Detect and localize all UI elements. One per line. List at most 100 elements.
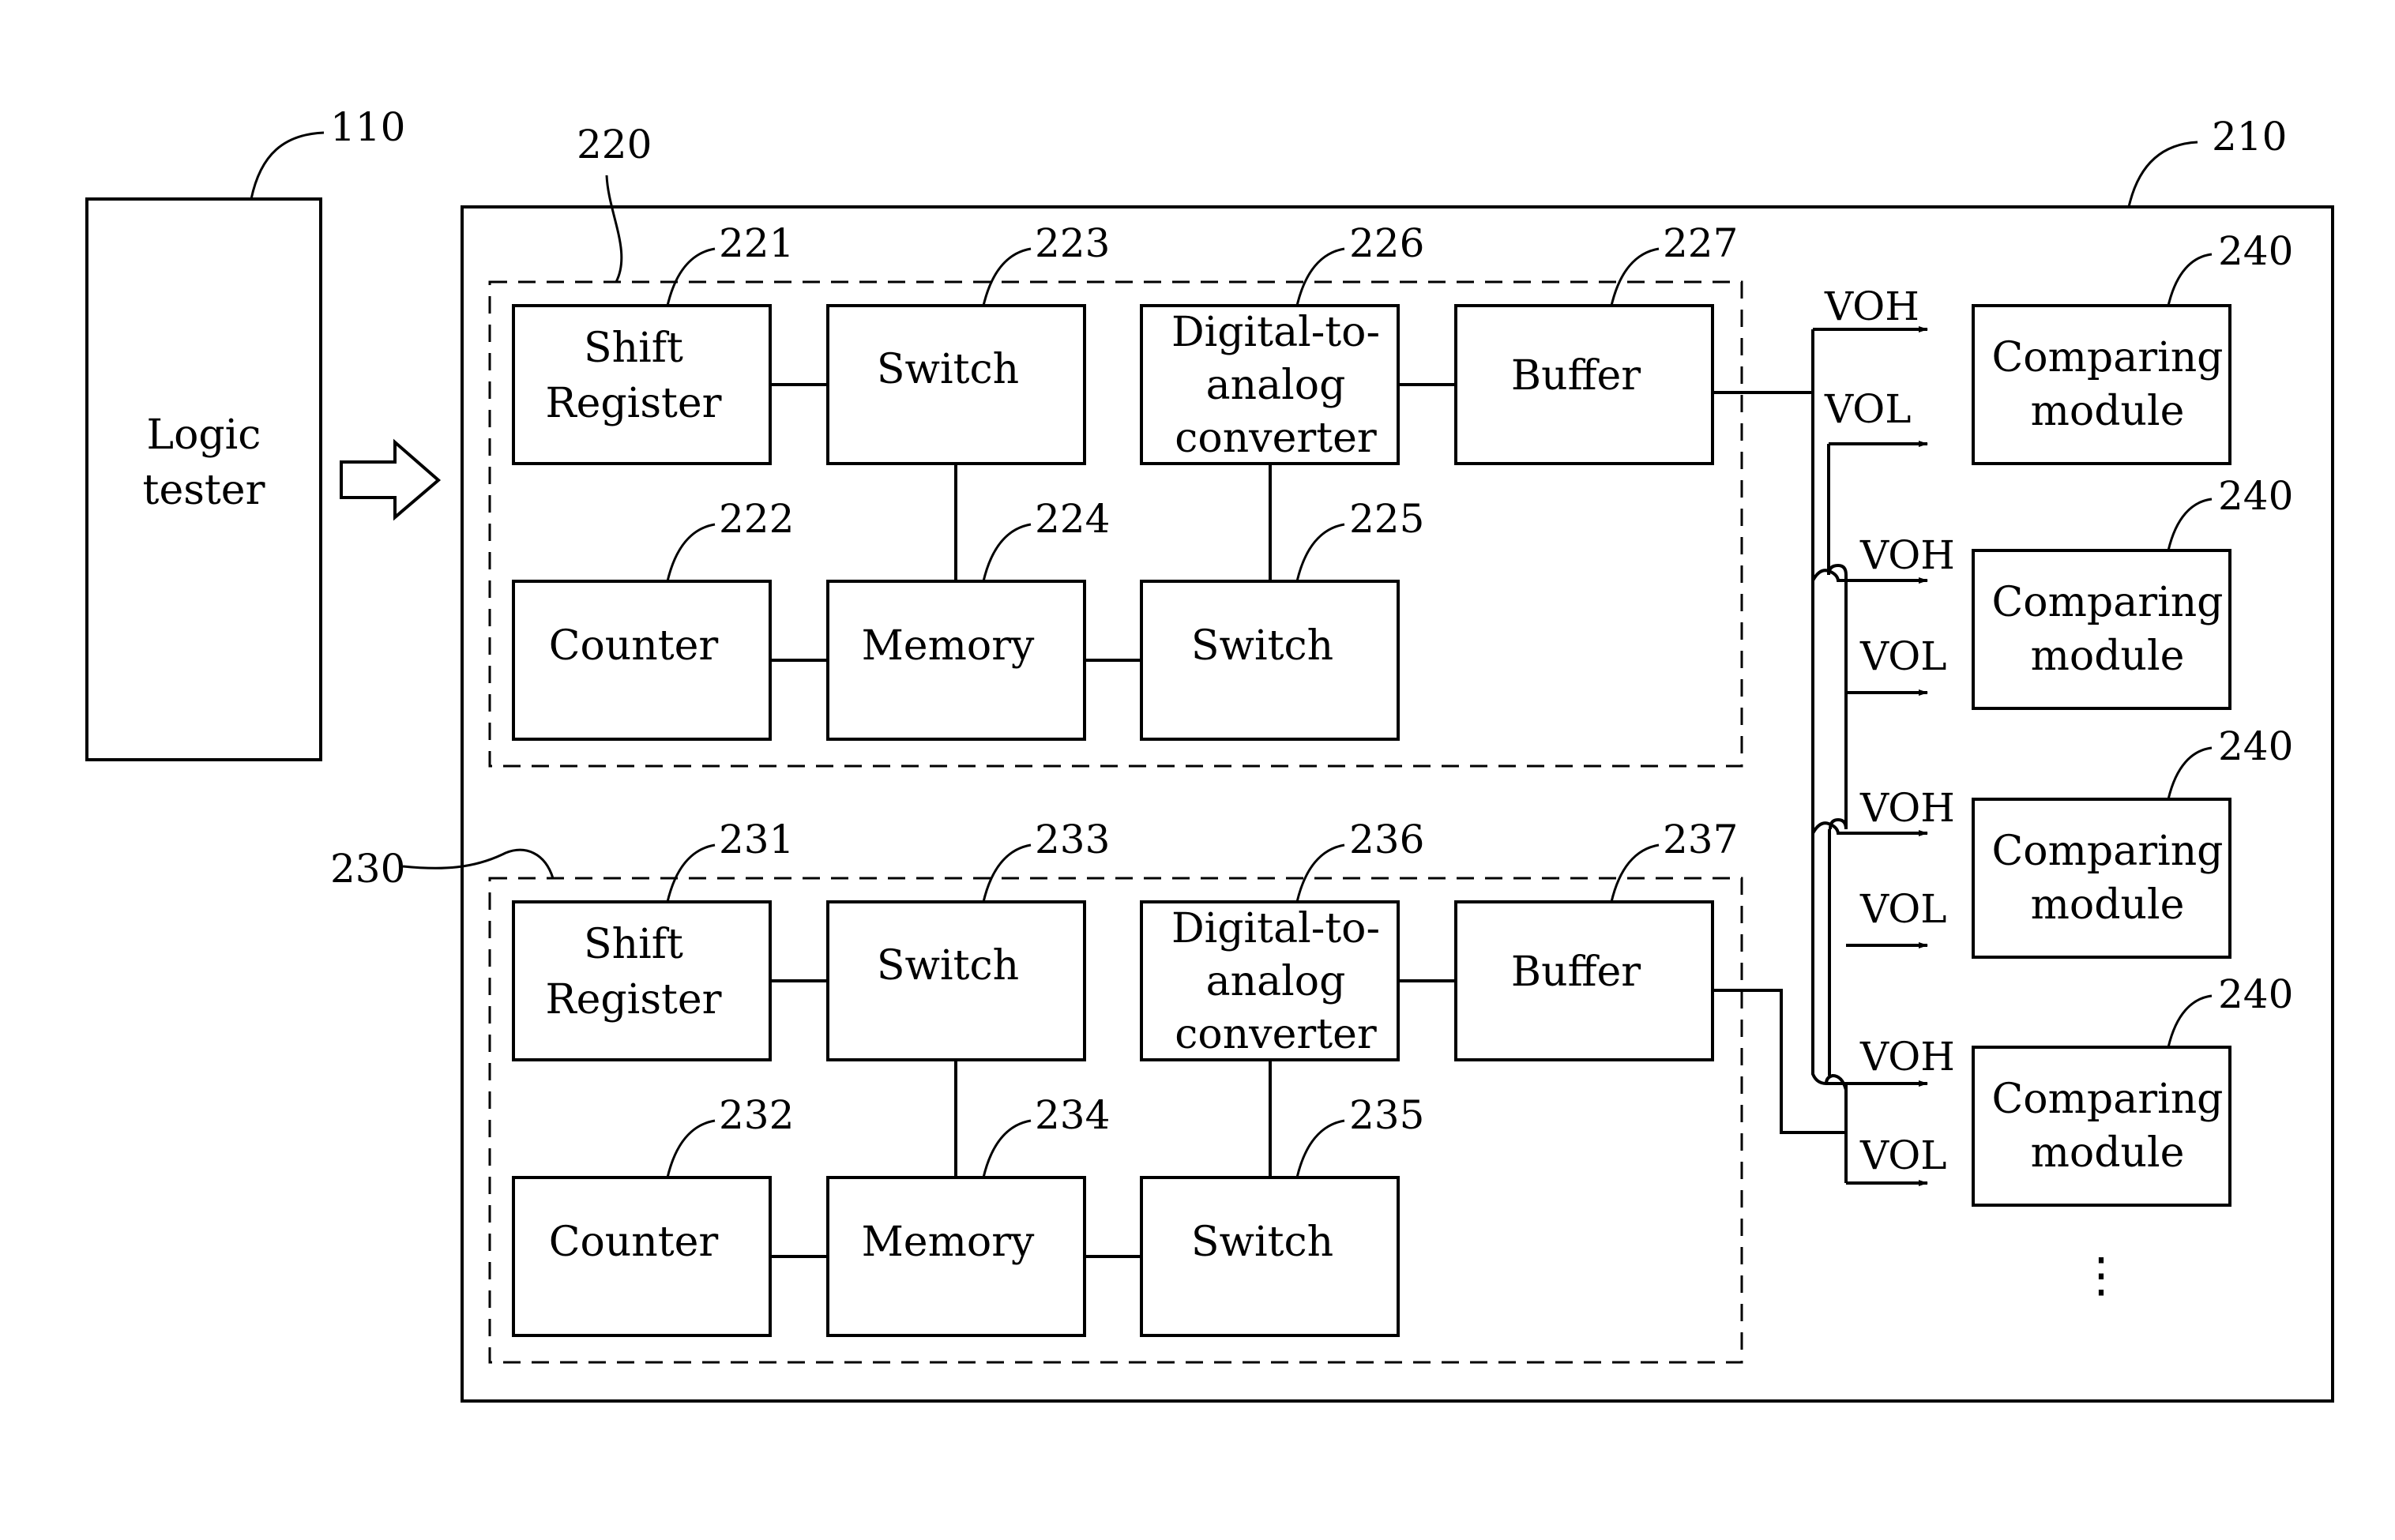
switch-label: Switch [877, 346, 1019, 393]
logic-tester-label-line1: Logic [147, 411, 261, 459]
shift-register-line1: Shift [584, 325, 683, 372]
ref-leader-224 [983, 524, 1031, 581]
ref-220: 220 [577, 122, 652, 167]
switch-225: Switch [1141, 581, 1398, 739]
shift-register-line2: Register [545, 380, 721, 427]
buffer-label: Buffer [1511, 352, 1641, 400]
signal-voh: VOH [1859, 785, 1955, 831]
ref-leader-210 [2129, 142, 2198, 207]
dac-line2: analog [1206, 362, 1346, 409]
ref-leader-240 [2168, 499, 2212, 550]
shift-register-line1: Shift [584, 921, 683, 968]
counter-232: Counter [513, 1178, 770, 1335]
counter-222: Counter [513, 581, 770, 739]
ref-leader-227 [1611, 249, 1659, 306]
ref-110: 110 [330, 104, 405, 150]
ref-234: 234 [1035, 1092, 1110, 1138]
comparing-module-2: Comparing module [1973, 550, 2230, 708]
switch-label: Switch [1191, 622, 1333, 670]
switch-label: Switch [877, 942, 1019, 990]
ref-leader-222 [667, 524, 715, 581]
signal-voh: VOH [1824, 284, 1919, 329]
ref-235: 235 [1349, 1092, 1424, 1138]
continuation-ellipsis: ⋮ [2077, 1248, 2125, 1303]
buffer-227: Buffer [1456, 306, 1713, 464]
ref-leader-226 [1297, 249, 1344, 306]
memory-label: Memory [862, 622, 1035, 670]
ref-223: 223 [1035, 220, 1110, 266]
ref-233: 233 [1035, 817, 1110, 862]
comparing-module-line2: module [2031, 1129, 2185, 1177]
ref-240: 240 [2218, 723, 2293, 769]
dac-line2: analog [1206, 958, 1346, 1005]
ref-leader-221 [667, 249, 715, 306]
dac-236: Digital-to- analog converter [1141, 902, 1398, 1060]
comparing-module-line2: module [2031, 881, 2185, 929]
ref-leader-235 [1297, 1121, 1344, 1178]
ref-210: 210 [2212, 114, 2287, 160]
comparing-module-line1: Comparing [1992, 828, 2224, 875]
comparing-module-line1: Comparing [1992, 579, 2224, 626]
ref-leader-231 [667, 845, 715, 902]
ref-leader-225 [1297, 524, 1344, 581]
ref-leader-240 [2168, 254, 2212, 306]
dac-line1: Digital-to- [1171, 309, 1380, 356]
comparing-module-4: Comparing module [1973, 1047, 2230, 1205]
switch-235: Switch [1141, 1178, 1398, 1335]
logic-tester-label-line2: tester [143, 467, 265, 514]
ref-leader-233 [983, 845, 1031, 902]
dac-line1: Digital-to- [1171, 905, 1380, 952]
switch-label: Switch [1191, 1219, 1333, 1266]
ref-227: 227 [1663, 220, 1738, 266]
ref-leader-220 [607, 175, 622, 282]
shift-register-line2: Register [545, 976, 721, 1024]
signal-vol: VOL [1824, 386, 1911, 432]
ref-232: 232 [719, 1092, 794, 1138]
dac-226: Digital-to- analog converter [1141, 306, 1398, 464]
buffer-label: Buffer [1511, 948, 1641, 996]
ref-222: 222 [719, 496, 794, 542]
signal-vol: VOL [1859, 1132, 1946, 1178]
voh-bus [1713, 393, 1829, 1084]
vol-bus-jog [1713, 990, 1846, 1132]
ref-226: 226 [1349, 220, 1424, 266]
dac-line3: converter [1175, 415, 1377, 462]
hollow-arrow-icon [341, 442, 438, 517]
signal-voh: VOH [1859, 1034, 1955, 1080]
comparing-module-line1: Comparing [1992, 1076, 2224, 1123]
ref-236: 236 [1349, 817, 1424, 862]
ref-leader-240 [2168, 748, 2212, 799]
memory-224: Memory [828, 581, 1085, 739]
memory-234: Memory [828, 1178, 1085, 1335]
ref-221: 221 [719, 220, 794, 266]
signal-vol: VOL [1859, 633, 1946, 679]
shift-register-221: Shift Register [513, 306, 770, 464]
dac-line3: converter [1175, 1011, 1377, 1058]
switch-233: Switch [828, 902, 1085, 1060]
ref-240: 240 [2218, 228, 2293, 274]
shift-register-231: Shift Register [513, 902, 770, 1060]
comparing-module-1: Comparing module [1973, 306, 2230, 464]
ref-leader-110 [251, 133, 324, 199]
counter-label: Counter [549, 622, 719, 670]
ref-leader-236 [1297, 845, 1344, 902]
buffer-237: Buffer [1456, 902, 1713, 1060]
ref-237: 237 [1663, 817, 1738, 862]
ref-leader-232 [667, 1121, 715, 1178]
signal-voh: VOH [1859, 532, 1955, 578]
comparing-module-line2: module [2031, 388, 2185, 435]
ref-leader-230 [403, 850, 553, 878]
switch-223: Switch [828, 306, 1085, 464]
logic-tester: Logic tester [87, 199, 321, 760]
ref-230: 230 [330, 846, 405, 892]
memory-label: Memory [862, 1219, 1035, 1266]
ref-225: 225 [1349, 496, 1424, 542]
ref-leader-237 [1611, 845, 1659, 902]
ref-231: 231 [719, 817, 794, 862]
signal-vol: VOL [1859, 886, 1946, 932]
ref-240: 240 [2218, 473, 2293, 519]
ref-224: 224 [1035, 496, 1110, 542]
ref-leader-234 [983, 1121, 1031, 1178]
counter-label: Counter [549, 1219, 719, 1266]
